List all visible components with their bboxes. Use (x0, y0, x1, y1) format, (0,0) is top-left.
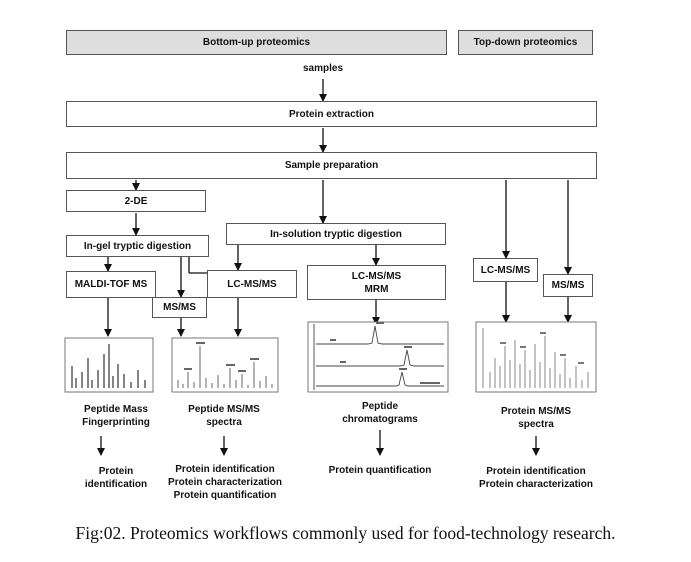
bottom-up-header: Bottom-up proteomics (66, 30, 447, 55)
pmf-spectrum-image (64, 337, 154, 393)
in-gel-digestion-label: In-gel tryptic digestion (83, 240, 192, 252)
lc-msms-solution-label: LC-MS/MS (227, 278, 277, 290)
peptide-msms-result-line1: Protein identification (175, 463, 275, 475)
peptide-msms-result-line3: Protein quantification (173, 489, 277, 501)
lc-msms-solution-box: LC-MS/MS (207, 270, 297, 298)
figure-caption: Fig:02. Proteomics workflows commonly us… (75, 522, 616, 543)
peptide-msms-output-line2: spectra (206, 417, 242, 428)
peptide-msms-output: Peptide MS/MS spectra (164, 400, 284, 432)
msms-topdown-box: MS/MS (543, 274, 593, 297)
protein-msms-result: Protein identification Protein character… (466, 462, 606, 494)
2de-box: 2-DE (66, 190, 206, 212)
lc-msms-mrm-label-line2: MRM (364, 283, 389, 295)
chromatogram-output-line1: Peptide (361, 401, 399, 412)
peptide-msms-output-line1: Peptide MS/MS (188, 404, 260, 415)
msms-topdown-label: MS/MS (551, 280, 585, 291)
sample-preparation-box: Sample preparation (66, 152, 597, 179)
lc-msms-mrm-label-line1: LC-MS/MS (351, 270, 402, 282)
top-down-header-label: Top-down proteomics (473, 37, 578, 48)
msms-gel-label: MS/MS (163, 302, 196, 313)
chromatogram-result: Protein quantification (328, 464, 432, 476)
in-solution-digestion-label: In-solution tryptic digestion (270, 228, 402, 240)
2de-label: 2-DE (124, 195, 148, 207)
pmf-result: Protein identification (56, 463, 176, 493)
protein-msms-output: Protein MS/MS spectra (476, 402, 596, 434)
sample-preparation-label: Sample preparation (284, 160, 379, 171)
in-gel-digestion-box: In-gel tryptic digestion (66, 235, 209, 257)
protein-msms-output-line2: spectra (518, 419, 554, 430)
protein-msms-result-line1: Protein identification (486, 466, 586, 477)
peptide-msms-result-line2: Protein characterization (168, 476, 282, 488)
protein-msms-spectrum-image (475, 321, 597, 393)
lc-msms-mrm-box: LC-MS/MS MRM (307, 265, 446, 300)
pmf-output-line1: Peptide Mass (84, 404, 148, 415)
maldi-tof-box: MALDI-TOF MS (66, 271, 156, 298)
chromatogram-output-line2: chromatograms (342, 414, 418, 425)
bottom-up-header-label: Bottom-up proteomics (202, 37, 311, 48)
pmf-output-line2: Fingerprinting (82, 417, 150, 428)
lc-msms-topdown-box: LC-MS/MS (473, 258, 538, 282)
samples-label: samples (302, 62, 344, 74)
peptide-msms-result: Protein identification Protein character… (150, 460, 300, 504)
pmf-output: Peptide Mass Fingerprinting (56, 400, 176, 432)
peptide-msms-spectrum-image (171, 337, 279, 393)
chromatogram-output: Peptide chromatograms (318, 398, 442, 428)
pmf-result-line2: identification (84, 479, 148, 490)
top-down-header: Top-down proteomics (458, 30, 593, 55)
connector-lines (97, 79, 572, 456)
maldi-tof-label: MALDI-TOF MS (74, 279, 148, 290)
chromatogram-image (307, 321, 449, 393)
lc-msms-topdown-label: LC-MS/MS (480, 264, 531, 276)
pmf-result-line1: Protein (98, 466, 134, 477)
in-solution-digestion-box: In-solution tryptic digestion (226, 223, 446, 245)
protein-extraction-label: Protein extraction (288, 108, 375, 120)
msms-gel-box: MS/MS (152, 297, 207, 318)
protein-msms-output-line1: Protein MS/MS (500, 406, 571, 417)
protein-msms-result-line2: Protein characterization (479, 479, 593, 490)
protein-extraction-box: Protein extraction (66, 101, 597, 127)
